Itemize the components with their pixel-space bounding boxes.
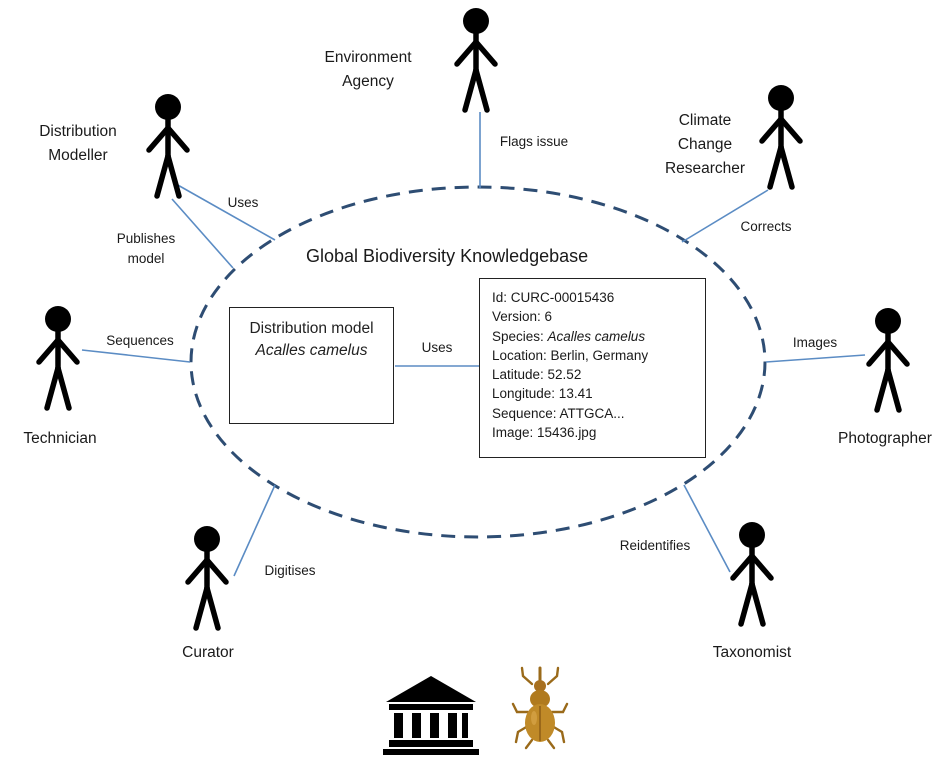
record-location: Location: Berlin, Germany bbox=[492, 347, 649, 363]
record-longitude: Longitude: 13.41 bbox=[492, 386, 593, 402]
knowledgebase-title: Global Biodiversity Knowledgebase bbox=[306, 246, 589, 266]
taxonomist-person-icon bbox=[730, 522, 774, 627]
actor-label-technician: Technician bbox=[23, 430, 97, 447]
edge-label-corrects: Corrects bbox=[740, 219, 792, 234]
technician-person-icon bbox=[36, 306, 80, 411]
edge-label-digitises: Digitises bbox=[264, 563, 316, 578]
record-species-name: Acalles camelus bbox=[547, 328, 646, 344]
record-id: Id: CURC-00015436 bbox=[492, 290, 615, 305]
climate-researcher-person-icon bbox=[759, 85, 803, 190]
edge-label-uses-modeller: Uses bbox=[227, 195, 259, 210]
museum-building-icon bbox=[383, 676, 479, 755]
edge-photographer bbox=[765, 354, 866, 363]
edge-label-uses-model: Uses bbox=[421, 340, 453, 355]
edge-modeller-uses bbox=[175, 183, 276, 241]
edge-taxonomist bbox=[683, 484, 731, 573]
edge-label-images: Images bbox=[792, 335, 838, 350]
model-species: Acalles camelus bbox=[255, 342, 368, 359]
actor-label-curator: Curator bbox=[182, 644, 234, 661]
record-species: Species: Acalles camelus bbox=[492, 328, 646, 344]
specimen-record-box: Id: CURC-00015436 Version: 6 Species: Ac… bbox=[479, 278, 706, 458]
edge-label-sequences: Sequences bbox=[106, 333, 174, 348]
record-latitude: Latitude: 52.52 bbox=[492, 367, 582, 383]
environment-agency-person-icon bbox=[454, 8, 498, 113]
edge-curator bbox=[233, 484, 276, 577]
actor-label-photographer: Photographer bbox=[838, 430, 932, 447]
edge-technician bbox=[81, 349, 191, 363]
distribution-model-box: Distribution model Acalles camelus bbox=[229, 307, 394, 424]
record-version: Version: 6 bbox=[492, 309, 553, 325]
edge-modeller-publishes bbox=[171, 198, 234, 269]
record-image: Image: 15436.jpg bbox=[492, 425, 597, 441]
weevil-beetle-icon bbox=[511, 666, 569, 750]
curator-person-icon bbox=[185, 526, 229, 631]
edge-climate-researcher bbox=[681, 189, 769, 243]
record-sequence: Sequence: ATTGCA... bbox=[492, 405, 625, 421]
model-title: Distribution model bbox=[249, 320, 374, 337]
actor-label-taxonomist: Taxonomist bbox=[712, 644, 792, 661]
photographer-person-icon bbox=[866, 308, 910, 413]
edge-label-flags-issue: Flags issue bbox=[499, 134, 569, 149]
edge-label-reidentifies: Reidentifies bbox=[619, 538, 691, 553]
distribution-modeller-person-icon bbox=[146, 94, 190, 199]
knowledgebase-ellipse bbox=[189, 185, 767, 539]
